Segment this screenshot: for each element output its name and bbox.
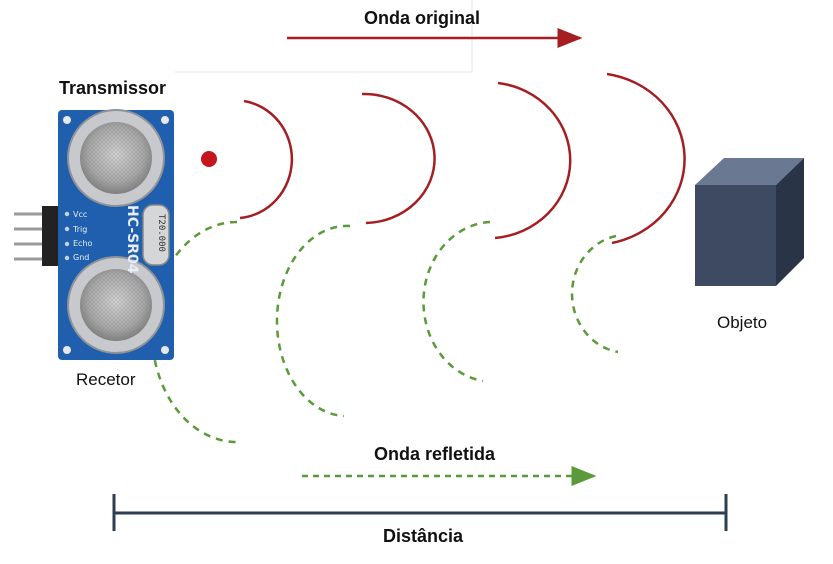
- sensor-model-text: HC-SR04: [124, 205, 140, 274]
- distance-bar: [112, 494, 728, 531]
- reflected-wave-arc-1: [150, 220, 238, 444]
- ultrasonic-sensor: T20.000 HC-SR04 Vcc Trig Echo Gnd: [14, 109, 174, 360]
- reflected-wave-arc-2: [275, 224, 351, 418]
- reflected-wave-label: Onda refletida: [374, 444, 496, 464]
- background-frame-line: [175, 0, 473, 73]
- original-wave-arc-2: [361, 92, 436, 225]
- distance-label: Distância: [383, 526, 464, 546]
- object-label: Objeto: [717, 313, 768, 332]
- object-cube: [695, 158, 804, 286]
- pin-labels: Vcc Trig Echo Gnd: [72, 210, 93, 262]
- original-wave-label: Onda original: [364, 8, 481, 28]
- pin-label-trig: Trig: [72, 225, 87, 234]
- original-wave-arc-1: [239, 99, 294, 220]
- transmitter-label: Transmissor: [59, 78, 167, 98]
- pin-label-echo: Echo: [73, 239, 93, 248]
- reflected-wave-arc-4: [570, 234, 619, 354]
- pin-label-gnd: Gnd: [73, 253, 89, 262]
- transmitter-transducer: [67, 109, 165, 207]
- emitter-dot: [201, 151, 217, 167]
- crystal: [142, 204, 170, 266]
- receiver-label: Recetor: [76, 370, 136, 389]
- reflected-wave-arc-3: [422, 220, 491, 383]
- reflected-wave-arcs: [150, 220, 619, 444]
- original-wave-arcs: [239, 72, 686, 245]
- receiver-transducer: [67, 256, 165, 354]
- pin-label-vcc: Vcc: [73, 210, 87, 219]
- original-wave-arc-4: [606, 72, 686, 245]
- original-wave-arc-3: [494, 81, 572, 240]
- crystal-text: T20.000: [156, 214, 166, 252]
